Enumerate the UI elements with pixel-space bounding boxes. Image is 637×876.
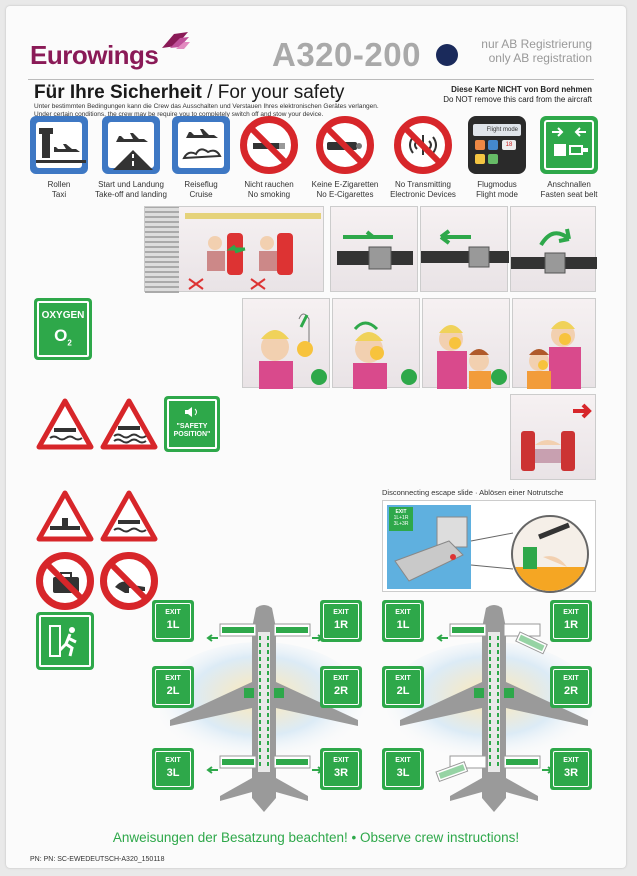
eurowings-logo-icon (162, 32, 190, 49)
app-icon (488, 154, 498, 164)
registration-note: nur AB Registrierung only AB registratio… (468, 37, 592, 65)
registration-de: nur AB Registrierung (481, 37, 592, 51)
belt-step-2 (420, 206, 509, 292)
removal-warning: Diese Karte NICHT von Bord nehmen Do NOT… (408, 85, 592, 105)
cabin-seats-illustration (144, 206, 324, 293)
oxygen-step-3 (422, 298, 510, 389)
water-level-warning-icon (100, 398, 158, 450)
slide-caption: Disconnecting escape slide · Ablösen ein… (382, 488, 564, 497)
header-divider (28, 79, 594, 80)
no-smoking-icon (240, 116, 298, 174)
title-separator: / (201, 82, 213, 103)
no-e-cigarettes-icon (316, 116, 374, 174)
app-icon (475, 140, 485, 150)
oxygen-step-1 (242, 298, 330, 389)
flight-mode-icon: Flight mode 18 (468, 116, 526, 174)
no-baggage-icon (36, 552, 94, 610)
calendar-icon: 18 (502, 140, 516, 150)
device-intro: Unter bestimmten Bedingungen kann die Cr… (34, 103, 434, 118)
warning-en: Do NOT remove this card from the aircraf… (443, 95, 592, 104)
evacuation-slide-warning-icon (36, 490, 94, 542)
fasten-seatbelt-icon (540, 116, 598, 174)
app-icon (475, 154, 485, 164)
intro-de: Unter bestimmten Bedingungen kann die Cr… (34, 103, 379, 110)
warning-de: Diese Karte NICHT von Bord nehmen (451, 85, 592, 94)
aircraft-model: A320-200 (272, 36, 421, 73)
app-icon (488, 140, 498, 150)
title-de: Für Ihre Sicherheit (34, 82, 202, 103)
crew-instructions: Anweisungen der Besatzung beachten! • Ob… (112, 830, 520, 845)
safety-card: Eurowings A320-200 nur AB Registrierung … (6, 6, 626, 868)
no-high-heels-icon (100, 552, 158, 610)
running-man-icon (49, 625, 77, 657)
water-slide-warning-icon (100, 490, 158, 542)
speaker-icon (185, 407, 197, 417)
oxygen-step-4 (512, 298, 596, 389)
title-en: For your safety (217, 82, 345, 103)
oxygen-symbol: O2 (54, 326, 72, 348)
intro-en: Under certain conditions, the crew may b… (34, 110, 324, 118)
registration-dot (436, 44, 458, 66)
taxi-icon (30, 116, 88, 174)
handle-detail-zoom (511, 515, 589, 593)
no-transmitting-icon (394, 116, 452, 174)
brace-position-illustration (510, 394, 596, 480)
belt-step-1 (330, 206, 418, 292)
oxygen-label: OXYGEN (41, 310, 85, 321)
emergency-exit-sign (36, 612, 94, 670)
aircraft-exits-diagram-right (386, 605, 594, 812)
oxygen-sign: OXYGEN O2 (34, 298, 92, 360)
cruise-icon (172, 116, 230, 174)
belt-step-3 (510, 206, 597, 292)
flight-mode-label: Flight mode (473, 124, 521, 136)
aircraft-exits-diagram-left (160, 605, 364, 812)
water-landing-warning-icon (36, 398, 94, 450)
oxygen-step-2 (332, 298, 420, 389)
takeoff-landing-icon (102, 116, 160, 174)
registration-en: only AB registration (488, 51, 592, 65)
part-number: PN: PN: SC-EWEDEUTSCH-A320_150118 (30, 856, 165, 863)
brand-name: Eurowings (30, 40, 159, 70)
page-title: Für Ihre Sicherheit / For your safety (34, 82, 344, 104)
